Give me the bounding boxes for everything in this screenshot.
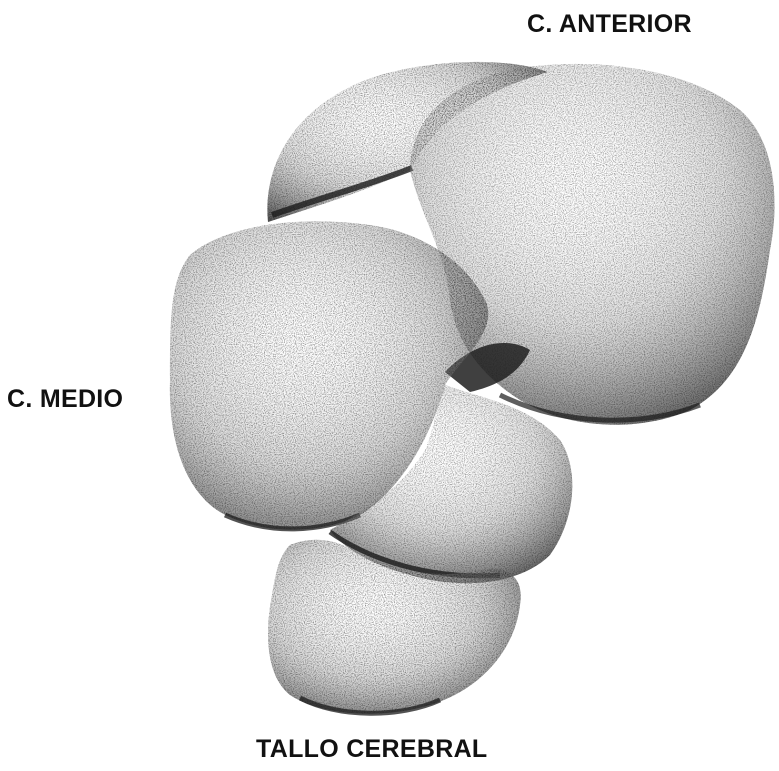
label-tallo-cerebral: TALLO CEREBRAL <box>256 735 488 764</box>
label-c-anterior: C. ANTERIOR <box>527 10 692 39</box>
label-c-medio: C. MEDIO <box>7 385 123 414</box>
